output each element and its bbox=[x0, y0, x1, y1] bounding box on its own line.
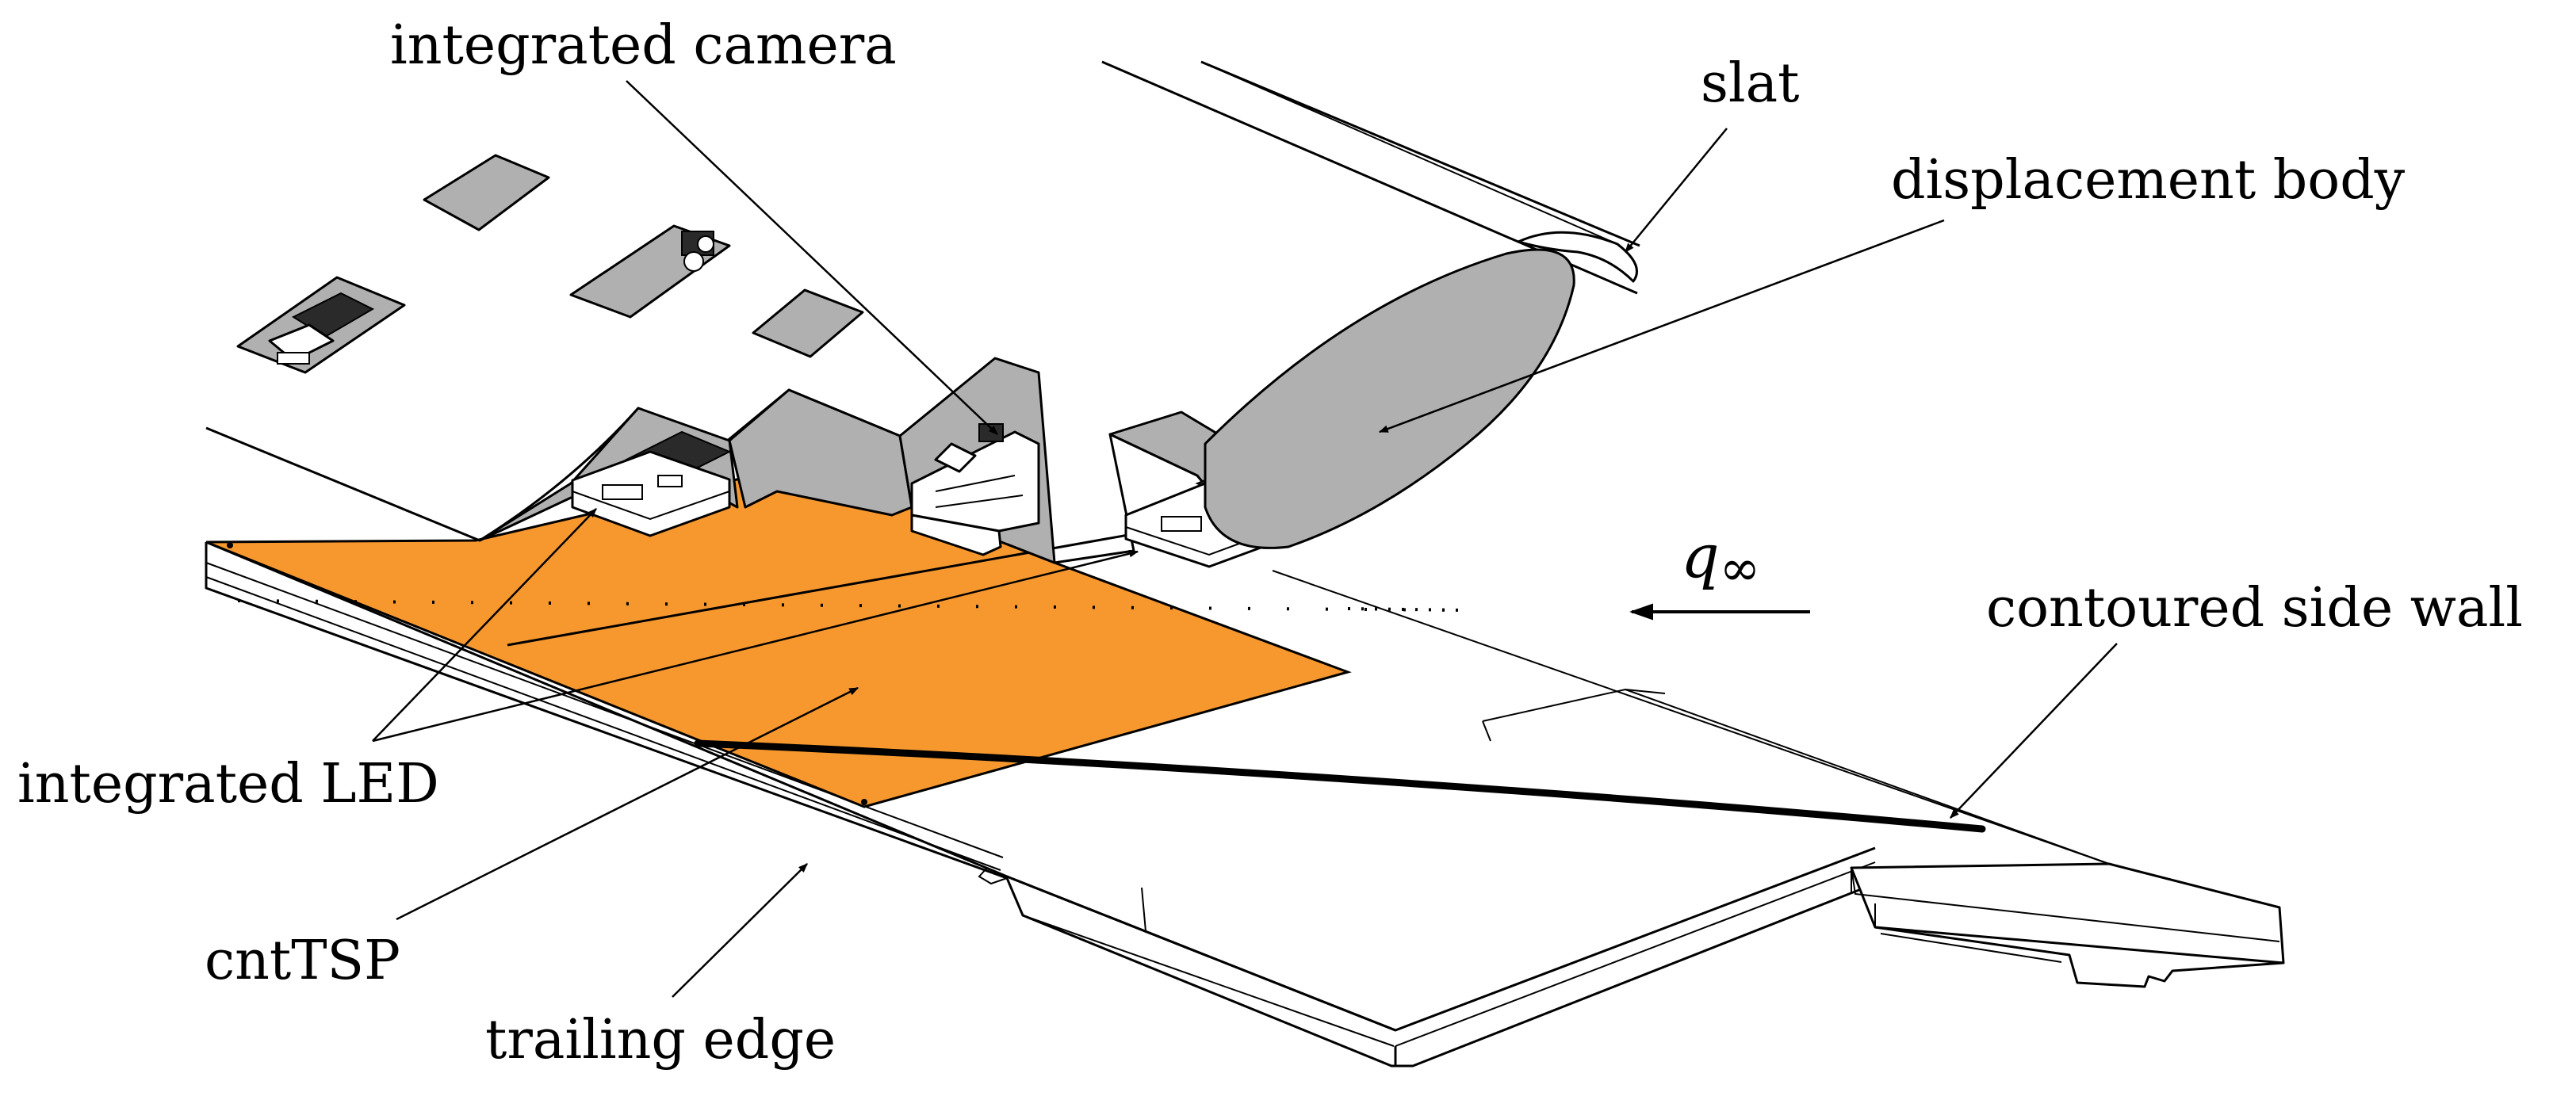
leader-integrated-led-2 bbox=[372, 549, 1139, 743]
freestream-symbol: q bbox=[1681, 521, 1720, 591]
label-slat: slat bbox=[1701, 52, 1800, 115]
leader-integrated-camera bbox=[626, 80, 998, 435]
window-led-module bbox=[268, 292, 375, 365]
label-freestream: q∞ bbox=[1681, 521, 1760, 597]
wing-lower-body bbox=[205, 542, 1884, 1068]
side-wall-block bbox=[1850, 862, 2285, 988]
leader-lines bbox=[372, 80, 2118, 998]
led-module-left bbox=[571, 430, 732, 537]
displacement-body bbox=[1204, 248, 1575, 549]
leader-slat bbox=[1625, 128, 1728, 253]
window-camera-module bbox=[681, 231, 714, 272]
label-trailing-edge: trailing edge bbox=[485, 1009, 836, 1071]
leader-integrated-led-1 bbox=[372, 508, 597, 742]
wing-top-surface bbox=[205, 540, 2110, 1032]
leader-contoured-side-wall bbox=[1950, 643, 2118, 819]
leader-cnt-tsp bbox=[396, 686, 859, 921]
label-contoured-side-wall: contoured side wall bbox=[1986, 577, 2523, 640]
label-displacement-body: displacement body bbox=[1891, 149, 2406, 212]
label-cnt-tsp: cntTSP bbox=[205, 930, 400, 992]
contoured-side-wall-line bbox=[694, 739, 1986, 833]
freestream-subscript: ∞ bbox=[1720, 539, 1761, 597]
leader-trailing-edge bbox=[672, 863, 808, 998]
label-integrated-led: integrated LED bbox=[17, 753, 439, 815]
leader-displacement-body bbox=[1378, 219, 1945, 434]
label-integrated-camera: integrated camera bbox=[390, 14, 897, 77]
slat bbox=[1101, 61, 1638, 283]
